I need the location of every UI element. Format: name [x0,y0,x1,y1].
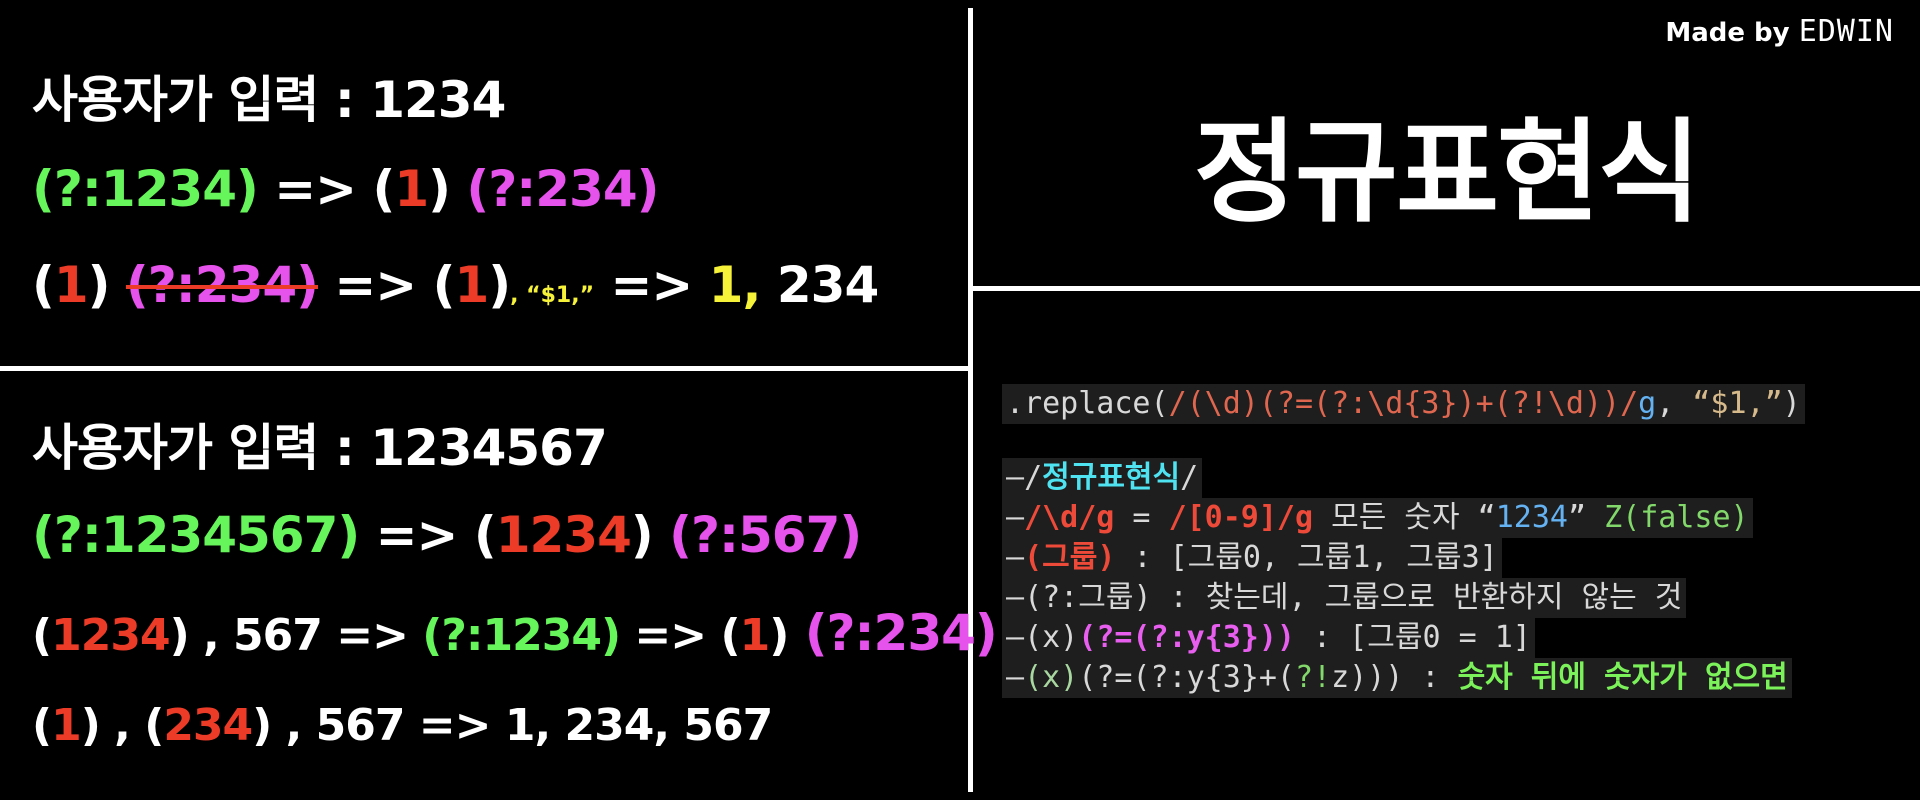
token: 1 [454,256,489,314]
dash: – [1006,460,1025,495]
token: ) [630,506,654,564]
code-token: 모든 숫자 “ [1313,500,1496,535]
code-token: (?=(?:y{3}+( [1078,660,1295,695]
token: => ( [620,610,740,661]
code-token: : [그룹0 = 1] [1295,620,1531,655]
token: => ( [257,160,395,218]
code-note-5: –(x)(?=(?:y{3})) : [그룹0 = 1] [1002,618,1535,658]
code-token: 1234 [1495,500,1568,535]
code-token: (?=(?:y{3})) [1078,620,1295,655]
code-token: .replace( [1006,386,1169,421]
made-by-prefix: Made by [1665,18,1790,48]
token: 234 [760,256,879,314]
token: 1234 [495,506,632,564]
token: => ( [359,506,497,564]
dash: – [1006,580,1025,615]
token: 234 [163,700,253,751]
token: ( [32,700,52,751]
token: ) [87,256,126,314]
code-token: ) [1782,386,1801,421]
code-token: /\d/g [1024,500,1115,535]
vertical-divider [968,8,973,792]
token: ) , 567 => [169,610,423,661]
code-note-2: –/\d/g = /[0-9]/g 모든 숫자 “1234” Z(false) [1002,498,1753,538]
token: 1, [708,256,762,314]
token: (?:234) [450,160,659,218]
token: 1 [739,610,771,661]
bottom-line-4: (1) , (234) , 567 => 1, 234, 567 [32,700,773,751]
code-token: = [1114,500,1169,535]
bottom-input-label: 사용자가 입력 : 1234567 [32,408,608,480]
token: (?:1234567) [32,506,360,564]
token: (?:1234) [32,160,259,218]
code-token: : [그룹0, 그룹1, 그룹3] [1115,540,1498,575]
code-token: Z(false) [1604,500,1749,535]
token: => [594,256,709,314]
dash: – [1006,620,1025,655]
code-note-3: –(그룹) : [그룹0, 그룹1, 그룹3] [1002,538,1502,578]
made-by-credit: Made by EDWIN [1665,14,1894,49]
token: (?:1234) [422,610,621,661]
code-token: /[0-9]/g [1168,500,1314,535]
token: ( [32,256,55,314]
code-token: (그룹) [1024,540,1116,575]
code-token: 정규표현식 [1042,460,1181,495]
bottom-line-3: (1234) , 567 => (?:1234) => (1) (?:234) [32,604,998,662]
token: 1 [394,160,429,218]
page-title: 정규표현식 [1193,108,1701,238]
token: 1 [51,700,82,751]
code-token: (x) [1024,660,1079,695]
code-token: g [1638,386,1657,421]
token: (?:234) [788,604,998,662]
bottom-input-text: 사용자가 입력 : 1234567 [32,419,608,477]
code-token: (?:그룹) : 찾는데, 그룹으로 반환하지 않는 것 [1024,580,1683,615]
code-token: , [1656,386,1693,421]
author-name: EDWIN [1798,14,1894,49]
token: ) [769,610,789,661]
struck-token: (?:234) [125,256,319,314]
code-replace-line: .replace(/(\d)(?=(?:\d{3})+(?!\d))/g, “$… [1002,384,1805,424]
right-horizontal-divider [973,286,1920,291]
token: ) [428,160,451,218]
code-token: / [1180,460,1199,495]
code-note-6: –(x)(?=(?:y{3}+(?!z))) : 숫자 뒤에 숫자가 없으면 [1002,658,1792,698]
code-token: z))) : [1331,660,1458,695]
token: ) , ( [80,700,165,751]
code-token: 숫자 뒤에 숫자가 없으면 [1457,660,1788,695]
code-note-1: –/정규표현식/ [1002,458,1203,498]
dash: – [1006,660,1025,695]
token: ( [32,610,52,661]
left-horizontal-divider [0,366,968,371]
top-input-label: 사용자가 입력 : 1234 [32,60,506,132]
token: 1 [53,256,89,314]
token: , “$1,” [510,283,595,308]
code-token: ?! [1295,660,1332,695]
code-token: /(\d)(?=(?:\d{3})+(?!\d))/ [1168,386,1639,421]
dash: – [1006,500,1025,535]
code-token: / [1024,460,1043,495]
token: => ( [318,256,455,314]
bottom-line-2: (?:1234567) => (1234) (?:567) [32,506,862,564]
token: (?:567) [652,506,862,564]
token: ) , 567 => 1, 234, 567 [252,700,773,751]
top-line-2: (?:1234) => (1) (?:234) [32,160,659,218]
code-token: ” [1567,500,1605,535]
dash: – [1006,540,1025,575]
code-token: (x) [1024,620,1079,655]
code-token: “$1,” [1692,386,1783,421]
token: 1234 [51,610,170,661]
top-line-3: (1) (?:234) => (1), “$1,” => 1, 234 [32,256,879,314]
code-note-4: –(?:그룹) : 찾는데, 그룹으로 반환하지 않는 것 [1002,578,1687,618]
top-input-text: 사용자가 입력 : 1234 [32,71,506,129]
token: ) [488,256,511,314]
